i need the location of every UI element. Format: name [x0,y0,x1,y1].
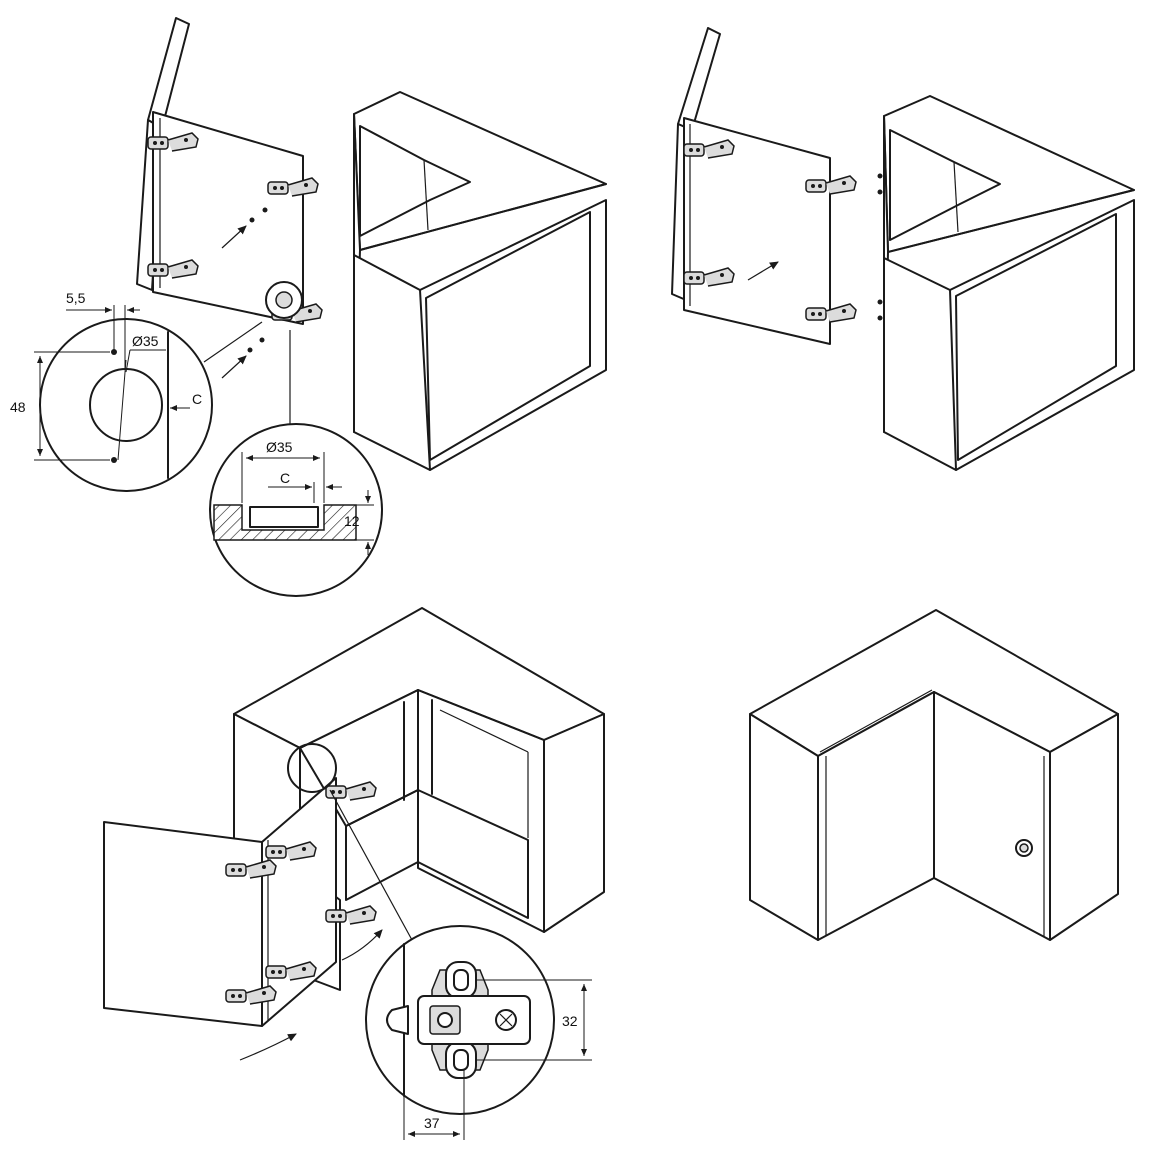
direction-arrow [747,261,779,281]
dim-hole-spacing: 48 [10,399,26,415]
dim-section-depth: 12 [344,513,360,529]
swing-arrow-icon [239,1033,297,1061]
step-2-mounting [671,27,1135,471]
direction-arrow [221,225,247,249]
right-door [261,777,337,1027]
corner-cabinet [883,95,1135,471]
swing-arrow-icon [341,929,383,961]
door-panel [683,117,831,345]
step-1-drilling: 5,5 Ø35 48 C Ø35 C [10,17,607,597]
door-knob-icon[interactable] [1015,839,1033,857]
detail-marker [287,743,337,793]
dim-section-diameter: Ø35 [266,439,293,455]
step-3-hanging: 32 37 [103,607,605,1140]
dim-hole-offset: 5,5 [66,290,86,306]
cabinet-side-right [1049,713,1119,941]
mounting-plate-detail: 32 37 [365,925,592,1140]
dim-plate-offset: 37 [424,1115,440,1131]
dim-cup-diameter: Ø35 [132,333,159,349]
dim-plate-height: 32 [562,1013,578,1029]
corner-cabinet [353,91,607,471]
drill-detail-circle: 5,5 Ø35 48 C [10,290,213,492]
step-4-finished-cabinet [749,609,1119,941]
dim-edge-distance: C [192,391,202,407]
direction-arrow [221,355,247,379]
section-detail-circle: Ø35 C 12 [209,423,383,597]
dim-section-edge: C [280,470,290,486]
